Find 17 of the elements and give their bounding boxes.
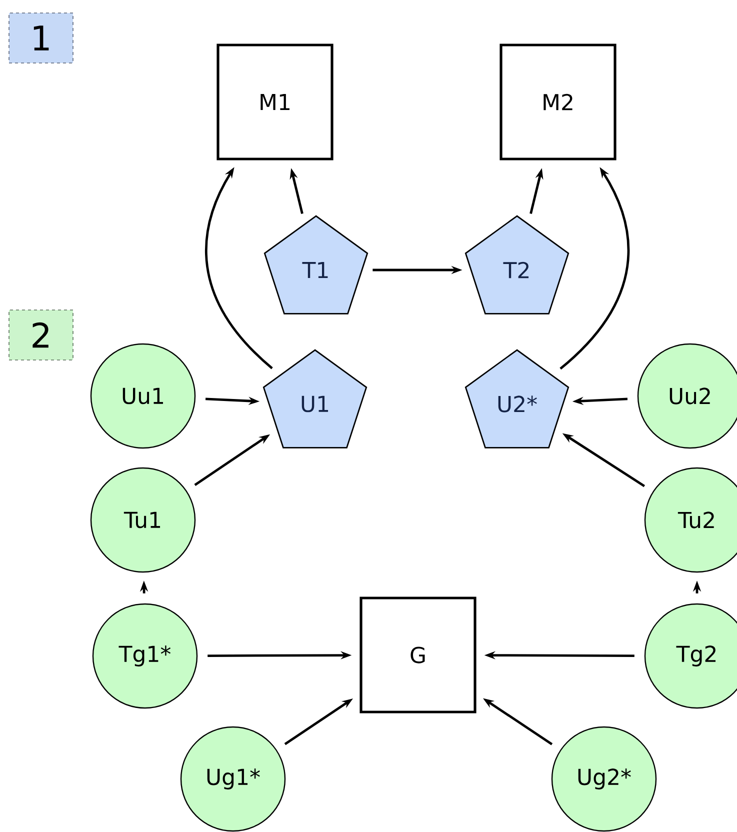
pentagon-node: U2* [464, 349, 570, 448]
circle-node: Uu1 [90, 343, 196, 449]
circle-node: Ug1* [180, 726, 286, 832]
pentagon-node: T1 [264, 215, 368, 314]
square-box: M1 [216, 44, 334, 160]
square-box: M2 [500, 44, 616, 160]
pentagon-node: U1 [262, 349, 368, 448]
group-label: 1 [8, 12, 74, 64]
circle-node: Ug2* [551, 726, 657, 832]
pentagon-node: T2 [464, 215, 570, 314]
circle-node: Uu2 [637, 343, 737, 449]
square-box: G [360, 596, 476, 714]
group-label: 2 [8, 310, 74, 360]
circle-node: Tg2 [644, 603, 737, 709]
circle-node: Tu1 [90, 467, 196, 573]
circle-node: Tg1* [92, 603, 198, 709]
circle-node: Tu2 [644, 467, 737, 573]
